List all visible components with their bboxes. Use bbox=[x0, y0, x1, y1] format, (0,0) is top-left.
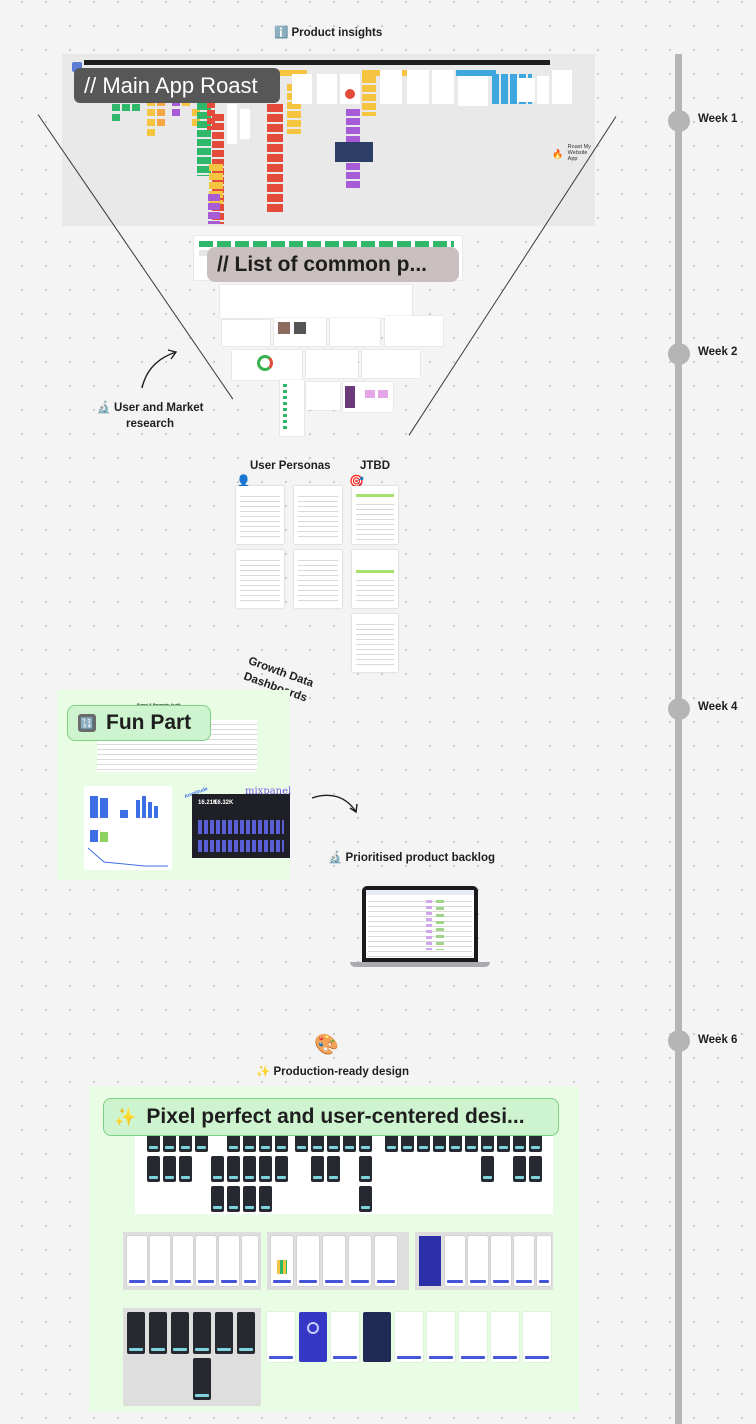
research-thumb-flow[interactable] bbox=[343, 382, 393, 412]
sparkles-icon: ✨ bbox=[114, 1106, 137, 1127]
product-insights-label: ℹ️ Product insights bbox=[274, 27, 383, 39]
research-thumb-list[interactable] bbox=[280, 380, 304, 436]
fun-part-title[interactable]: 🔢 Fun Part bbox=[67, 705, 211, 741]
user-market-research-label: 🔬 User and Market research bbox=[96, 402, 204, 430]
week-1-dot bbox=[668, 110, 690, 132]
persona-doc-3[interactable] bbox=[236, 550, 284, 608]
palette-icon: 🎨 bbox=[314, 1034, 339, 1056]
research-thumb-8[interactable] bbox=[306, 382, 340, 410]
numbers-icon: 🔢 bbox=[78, 714, 96, 732]
jtbd-target-icon: 🎯 bbox=[349, 474, 364, 488]
research-arrow-icon bbox=[141, 349, 178, 389]
main-app-roast-title[interactable]: // Main App Roast bbox=[74, 68, 280, 103]
jtbd-doc-1[interactable] bbox=[352, 486, 398, 544]
production-section[interactable] bbox=[89, 1086, 579, 1412]
research-thumb-6[interactable] bbox=[306, 350, 358, 378]
main-app-roast-text: // Main App Roast bbox=[84, 72, 258, 98]
jtbd-label: JTBD bbox=[360, 460, 391, 472]
week-1-label: Week 1 bbox=[698, 113, 738, 125]
research-thumb-4[interactable] bbox=[330, 318, 380, 346]
research-thumb-7[interactable] bbox=[362, 350, 420, 378]
common-problems-text: // List of common p... bbox=[217, 252, 427, 276]
metric-2: 16.32K bbox=[214, 800, 234, 806]
week-4-label: Week 4 bbox=[698, 701, 738, 713]
research-thumb-2[interactable] bbox=[222, 320, 270, 346]
prioritised-backlog-label: 🔬 Prioritised product backlog bbox=[328, 852, 496, 864]
persona-doc-4[interactable] bbox=[294, 550, 342, 608]
backlog-arrow-icon bbox=[311, 794, 358, 814]
laptop-base bbox=[350, 962, 490, 967]
mixpanel-logo: mixpanel bbox=[245, 786, 292, 797]
week-2-dot bbox=[668, 343, 690, 365]
user-personas-label: User Personas bbox=[250, 460, 331, 472]
roast-header-bar bbox=[84, 60, 550, 65]
pixel-perfect-title[interactable]: ✨ Pixel perfect and user-centered desi..… bbox=[103, 1098, 559, 1136]
research-thumb-chart[interactable] bbox=[232, 350, 302, 380]
timeline-bar bbox=[675, 54, 682, 1424]
persona-doc-1[interactable] bbox=[236, 486, 284, 544]
persona-doc-2[interactable] bbox=[294, 486, 342, 544]
week-6-dot bbox=[668, 1030, 690, 1052]
production-ready-label: ✨ Production-ready design bbox=[256, 1066, 409, 1078]
roast-badge: 🔥 Roast My Website App bbox=[552, 144, 591, 162]
research-thumb-3[interactable] bbox=[274, 318, 326, 346]
persona-avatar-icon: 👤 bbox=[236, 474, 251, 488]
jtbd-doc-3[interactable] bbox=[352, 614, 398, 672]
funnel-audit-title: Event & Property Audit bbox=[137, 702, 181, 707]
main-app-roast-frame[interactable]: 🔥 Roast My Website App bbox=[62, 54, 595, 226]
research-thumb-5[interactable] bbox=[385, 316, 443, 346]
jtbd-doc-2[interactable] bbox=[352, 550, 398, 608]
week-4-dot bbox=[668, 698, 690, 720]
week-6-label: Week 6 bbox=[698, 1034, 738, 1046]
metric-1: 16.21K bbox=[198, 800, 218, 806]
common-problems-title[interactable]: // List of common p... bbox=[207, 247, 459, 282]
laptop-mockup[interactable] bbox=[362, 886, 478, 962]
research-thumb-1[interactable] bbox=[220, 285, 412, 318]
pixel-perfect-text: Pixel perfect and user-centered desi... bbox=[146, 1105, 525, 1128]
week-2-label: Week 2 bbox=[698, 346, 738, 358]
fun-part-text: Fun Part bbox=[106, 711, 192, 734]
roast-logo-icon bbox=[72, 62, 82, 72]
